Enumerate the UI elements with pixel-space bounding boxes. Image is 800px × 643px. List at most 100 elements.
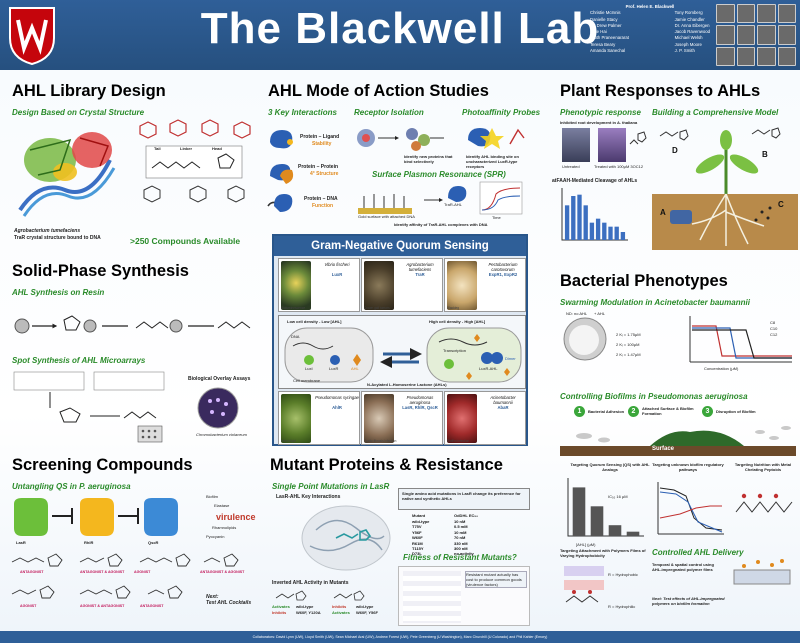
untreated-label: Untreated: [562, 164, 580, 169]
compounds-available: >250 Compounds Available: [130, 236, 241, 246]
migration-x-label: Concentration (μM): [704, 366, 739, 371]
library-organism: Agrobacterium tumefaciens: [14, 228, 81, 234]
qs-mechanism-diagram: [284, 327, 522, 383]
swarm-plate-icon: [563, 317, 607, 361]
interaction-3-a: Protein – DNA: [304, 196, 338, 202]
table-head-ec50: OdDHL EC₅₀: [454, 513, 479, 518]
fitness-title: Fitness of Resistant Mutants?: [403, 553, 517, 562]
mutant-ec50: 330 nM: [454, 540, 468, 546]
interaction-proteins-icon: [267, 130, 294, 212]
member-photo: [736, 46, 755, 66]
member-photo: [716, 25, 735, 45]
inhibited-root: Inhibited root development in A. thalian…: [560, 120, 638, 125]
conc-label-1: 2 Kᵢ = 1.75μM: [616, 332, 641, 337]
step-3-badge: 3: [702, 406, 713, 417]
migration-chart: [689, 316, 792, 363]
trar-crystal-structure-icon: [18, 132, 116, 217]
collaborators-footer: Collaborators: David Lynn (UW), Lloyd Sm…: [0, 631, 800, 643]
blackleg-photo: [447, 261, 477, 310]
chart-bar: [583, 205, 588, 240]
dna-label: DNA: [291, 334, 300, 339]
squid-photo: [281, 261, 311, 310]
faah-bar-chart: [561, 188, 628, 241]
quorum-sensing-panel: Gram-Negative Quorum Sensing Vibrio fisc…: [272, 234, 528, 446]
tag-antagonist-agonist-1: ANTAGONIST & AGONIST: [80, 570, 125, 574]
fitness-plates: [403, 571, 461, 623]
lasr-interactions: LasR-AHL Key Interactions: [276, 494, 341, 500]
member-photo: [757, 4, 776, 24]
qs-inhibition-chart: [567, 478, 644, 537]
screening-compound-structures: [11, 553, 239, 599]
lasr-structure-icon: [301, 505, 391, 571]
member-photo: [757, 46, 776, 66]
receptor-isolation-diagram: [357, 128, 444, 151]
dimer-label: Dimer: [505, 356, 516, 361]
biofilm-subtitle: Controlling Biofilms in Pseudomonas aeru…: [560, 392, 748, 401]
untreated-plant-photo: [562, 128, 590, 162]
chart-bar: [614, 226, 619, 240]
output-rhamnolipids: Rhamnolipids: [212, 525, 237, 530]
phenotypic-response: Phenotypic response: [560, 108, 641, 117]
act-2-a: Inhibits: [332, 604, 347, 609]
mutant-ec50: 300 nM: [454, 546, 468, 552]
plant-model-diagram: [652, 127, 798, 250]
mutant-name: T75V: [412, 524, 422, 530]
chart-bar: [577, 194, 582, 240]
qs-axis-label: [AHL] (μM): [576, 542, 596, 547]
qs-cascade-diagram: [14, 498, 178, 536]
delivery-next: Next: Test effects of AHL-impregnated po…: [652, 596, 725, 606]
target-attach: Targeting Attachment with Polymers Films…: [560, 548, 646, 558]
comprehensive-model: Building a Comprehensive Model: [652, 108, 779, 117]
transcription-label: Transcription: [443, 348, 466, 353]
tag-antagonist-2: ANTAGONIST: [140, 604, 164, 608]
mutant-ec50: 0.5 mM: [454, 524, 468, 530]
receptor-isolation: Receptor Isolation: [354, 108, 424, 117]
virulence-label: virulence: [216, 512, 256, 522]
step-2-badge: 2: [628, 406, 639, 417]
interaction-2-b: 4° Structure: [310, 171, 339, 177]
photoaffinity-probes: Photoaffinity Probes: [462, 108, 541, 117]
migration-legend-c8: C8: [770, 320, 776, 325]
mutant-name: Y56F: [412, 529, 422, 535]
output-elastase: Elastase: [214, 503, 230, 508]
polymer-delivery-icon: [733, 559, 791, 585]
delivery-note: Temporal & spatial control using AHL-imp…: [652, 562, 714, 572]
interaction-1-b: Stability: [312, 141, 332, 147]
principal-investigator: Prof. Helen E. Blackwell: [625, 4, 675, 9]
halo-blight-photo: [281, 394, 311, 443]
chart-bar: [608, 525, 622, 536]
synthesis-title: Solid-Phase Synthesis: [12, 262, 189, 280]
member-photo: [757, 25, 776, 45]
step-1-label: Bacterial Adhesion: [588, 409, 625, 414]
luxr-label: LuxR: [329, 366, 339, 371]
polymer-films-diagram: [564, 566, 604, 603]
surface-label: Surface: [652, 446, 675, 452]
tail-label: Tail: [154, 146, 161, 151]
interaction-1-a: Protein – Ligand: [300, 134, 340, 140]
hydrophilic-label: R = Hydrophilic: [608, 604, 636, 609]
qs-mechanism: Low cell density - Low [AHL] High cell d…: [278, 315, 526, 389]
step-3-label: Disruption of Biofilm: [716, 409, 756, 414]
treated-label: Treated with 100μM 3OC12: [594, 164, 644, 169]
spr-diagram: [358, 181, 523, 215]
mutant-subtitle: Single Point Mutations in LasR: [272, 482, 390, 491]
model-letter-c: C: [778, 200, 784, 209]
membrane-label: Cell membrane: [293, 378, 321, 383]
act-1-a: Activates: [272, 604, 290, 609]
member-photos: [716, 4, 796, 66]
inverted-activity: Inverted AHL Activity in Mutants: [272, 580, 349, 586]
overlay-stain: Chromobacterium violaceum: [196, 432, 247, 437]
chart-bar: [572, 487, 586, 536]
resin-subtitle: AHL Synthesis on Resin: [12, 288, 105, 297]
mutant-ec50: no activity: [454, 551, 474, 557]
act-1-m: W60F, Y120A: [296, 610, 321, 615]
mutant-ec50: 10 mM: [454, 529, 467, 535]
cystic-fibrosis-photo: [364, 394, 394, 443]
interaction-3-b: Function: [312, 203, 334, 209]
tag-antagonist-1: ANTAGONIST: [20, 570, 44, 574]
